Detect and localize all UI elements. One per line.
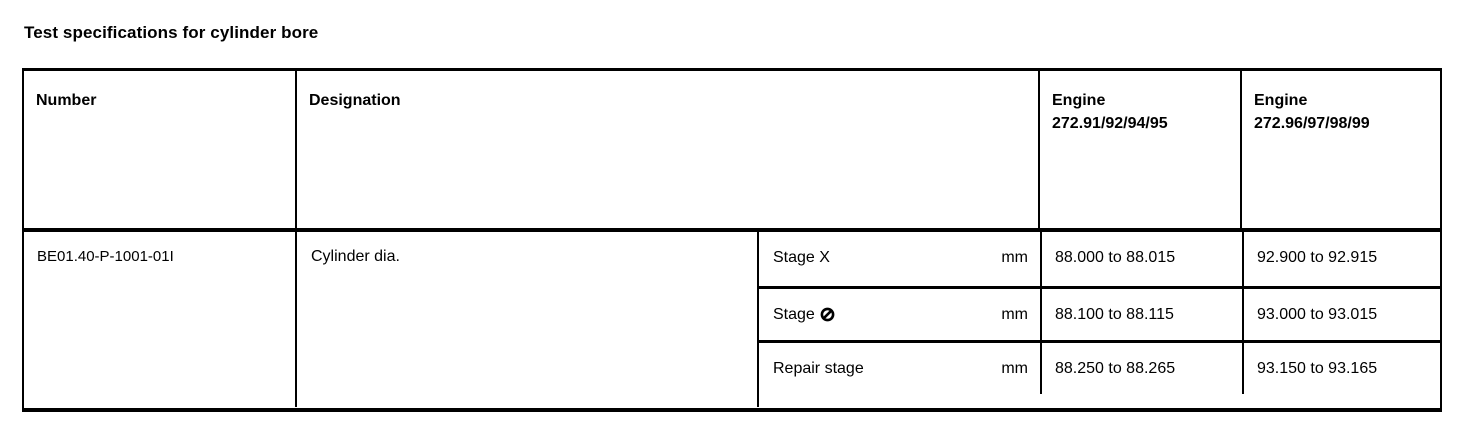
column-header-number-label: Number <box>36 92 97 109</box>
stage-label: Stage <box>759 289 1040 340</box>
stage-label: Stage X <box>759 232 1040 286</box>
stage-value-engine-a: 88.250 to 88.265 <box>1040 343 1242 394</box>
stage-value-engine-b: 93.000 to 93.015 <box>1242 289 1442 340</box>
test-specifications-table: Number Designation Engine 272.91/92/94/9… <box>22 68 1442 412</box>
stage-row: Repair stage mm 88.250 to 88.265 93.150 … <box>759 340 1440 394</box>
stage-value-engine-b: 93.150 to 93.165 <box>1242 343 1442 394</box>
stage-row: Stage mm 88.100 to 88.115 93.000 to 93.0… <box>759 286 1440 340</box>
stage-unit: mm <box>1001 249 1028 266</box>
column-header-number: Number <box>24 71 295 228</box>
stage-subtable: Stage X mm 88.000 to 88.015 92.900 to 92… <box>757 232 1440 407</box>
stage-value-engine-b: 92.900 to 92.915 <box>1242 232 1442 286</box>
column-header-engine-b: Engine 272.96/97/98/99 <box>1240 71 1440 228</box>
column-header-designation-label: Designation <box>309 92 401 109</box>
crossed-circle-icon <box>820 307 835 322</box>
stage-label-text: Repair stage <box>773 360 864 377</box>
stage-label-text: Stage <box>773 306 815 323</box>
stage-row: Stage X mm 88.000 to 88.015 92.900 to 92… <box>759 232 1440 286</box>
cell-number: BE01.40-P-1001-01I <box>37 248 174 265</box>
stage-label: Repair stage <box>759 343 1040 394</box>
column-header-engine-a-line2: 272.91/92/94/95 <box>1052 115 1168 132</box>
stage-value-engine-a: 88.100 to 88.115 <box>1040 289 1242 340</box>
stage-value-engine-a: 88.000 to 88.015 <box>1040 232 1242 286</box>
table-row: BE01.40-P-1001-01I Cylinder dia. Stage X… <box>24 232 1440 407</box>
column-header-engine-b-line1: Engine <box>1254 92 1308 109</box>
column-header-engine-b-line2: 272.96/97/98/99 <box>1254 115 1370 132</box>
stage-unit: mm <box>1001 360 1028 377</box>
table-header-row: Number Designation Engine 272.91/92/94/9… <box>24 71 1440 232</box>
column-header-engine-a: Engine 272.91/92/94/95 <box>1038 71 1240 228</box>
cell-designation: Cylinder dia. <box>295 232 757 407</box>
column-header-designation: Designation <box>295 71 1038 228</box>
stage-unit: mm <box>1001 306 1028 323</box>
column-header-engine-a-line1: Engine <box>1052 92 1106 109</box>
page-title: Test specifications for cylinder bore <box>24 23 319 42</box>
stage-label-text: Stage X <box>773 249 830 266</box>
